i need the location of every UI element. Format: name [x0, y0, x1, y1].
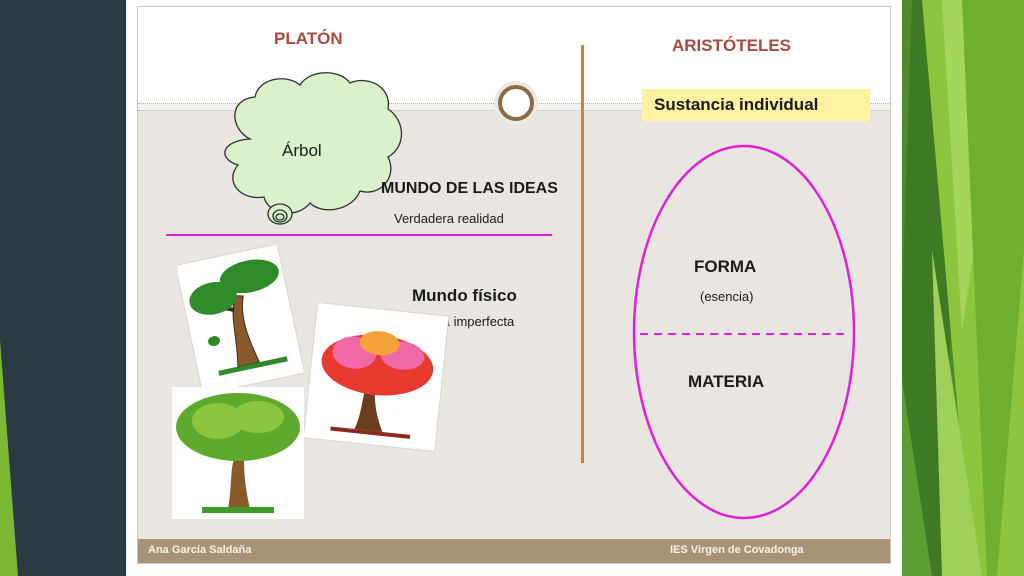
vertical-divider	[581, 45, 584, 463]
ideas-subtitle: Verdadera realidad	[394, 211, 504, 226]
circle-ring-icon	[494, 81, 538, 125]
slide-frame: PLATÓN ARISTÓTELES Árbol MUNDO DE LAS ID…	[137, 6, 891, 564]
physical-title: Mundo físico	[412, 286, 517, 305]
ideas-title: MUNDO DE LAS IDEAS	[381, 180, 558, 197]
substance-ellipse	[632, 144, 856, 520]
footer-author: Ana García Saldaña	[148, 544, 252, 556]
substance-label: Sustancia individual	[642, 89, 870, 121]
red-blossom-tree-icon	[302, 303, 450, 453]
round-green-tree-icon	[172, 387, 304, 519]
materia-label: MATERIA	[688, 372, 765, 391]
aristoteles-heading: ARISTÓTELES	[672, 36, 792, 55]
green-tree-sketch-icon	[178, 245, 304, 393]
left-green-accent-icon	[0, 340, 18, 576]
thought-cloud-icon	[224, 72, 402, 225]
ideas-divider	[166, 234, 552, 236]
footer-bar: Ana García Saldaña IES Virgen de Covadon…	[138, 539, 890, 563]
left-panel	[0, 0, 126, 576]
slide: PLATÓN ARISTÓTELES Árbol MUNDO DE LAS ID…	[126, 0, 902, 576]
forma-subtitle: (esencia)	[700, 289, 754, 304]
forma-label: FORMA	[694, 257, 757, 276]
footer-school: IES Virgen de Covadonga	[670, 544, 804, 556]
cloud-label: Árbol	[282, 141, 322, 160]
right-green-stripes-icon	[902, 0, 1024, 576]
platon-heading: PLATÓN	[274, 29, 343, 48]
